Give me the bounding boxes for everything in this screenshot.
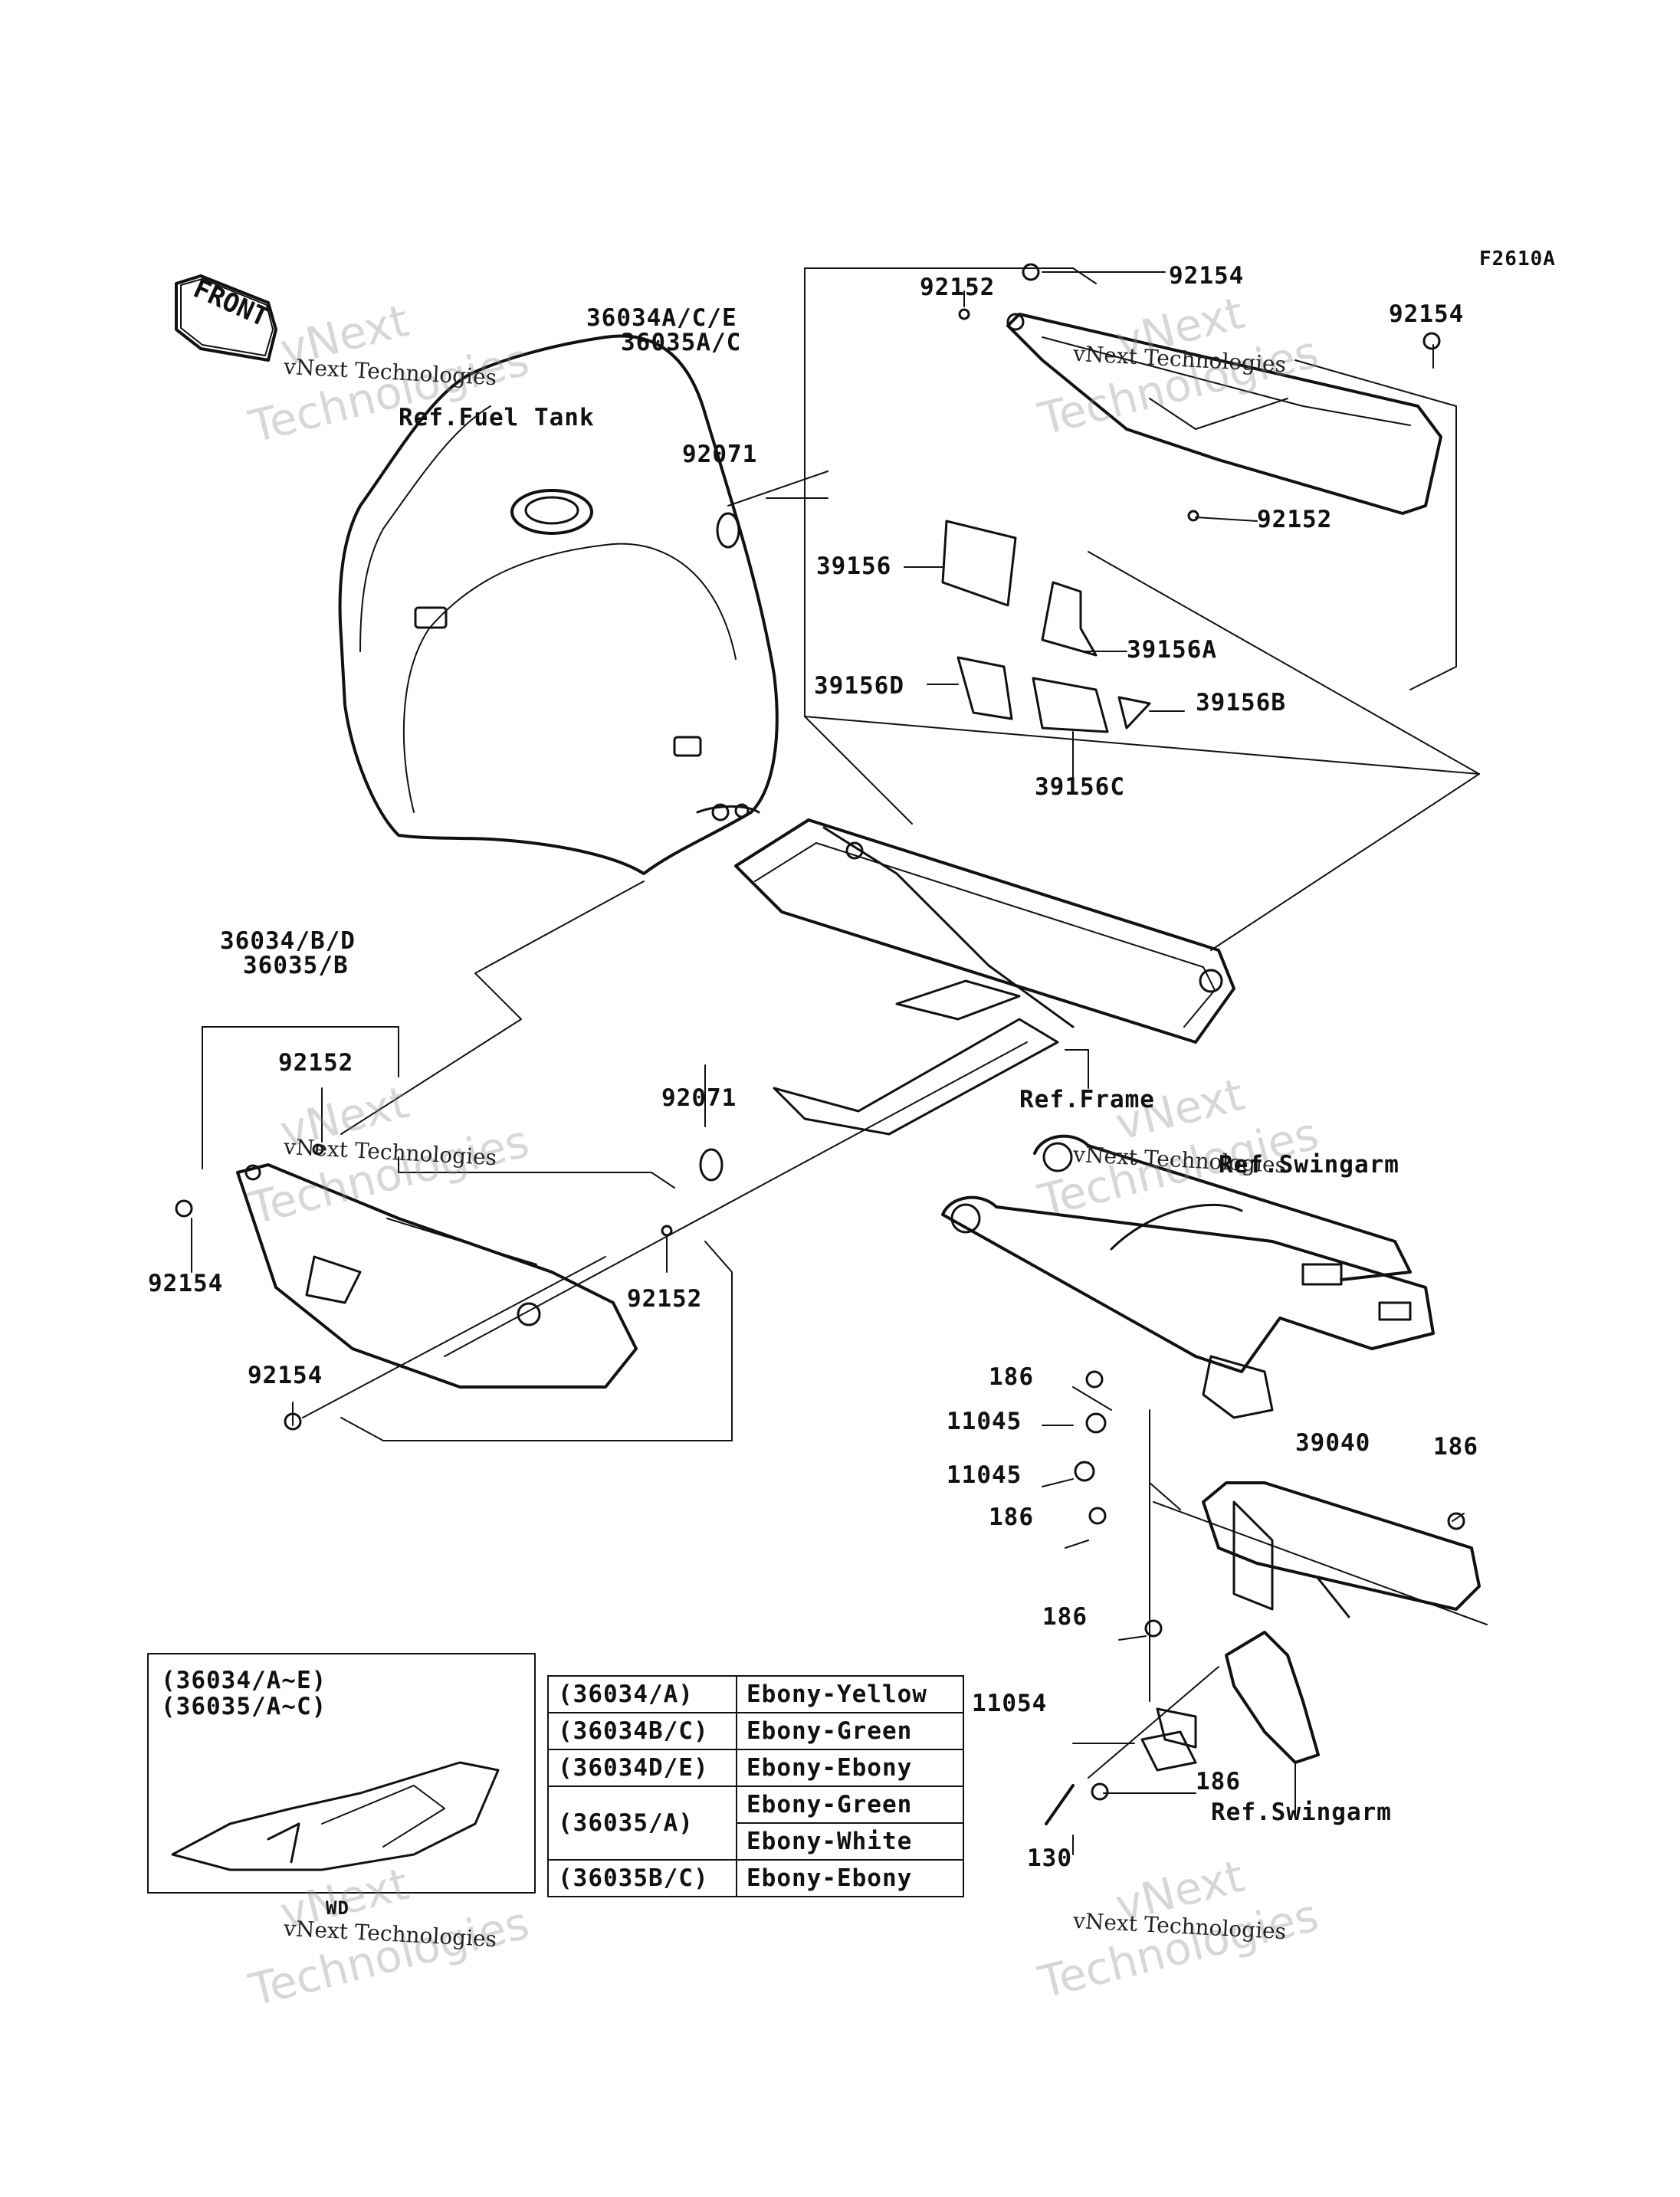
table-cell-code: (36034D/E) bbox=[547, 1749, 737, 1787]
inset-line-1: (36034/A~E) bbox=[161, 1667, 327, 1694]
callout-36034ace: 36034A/C/E bbox=[586, 304, 737, 332]
table-row: (36035B/C) Ebony-Ebony bbox=[547, 1859, 964, 1897]
table-cell-color: Ebony-Ebony bbox=[736, 1859, 964, 1897]
front-arrow-icon bbox=[175, 274, 277, 362]
callout-92071: 92071 bbox=[661, 1084, 737, 1112]
frame bbox=[734, 818, 1235, 1136]
table-cell-code: (36035/A) bbox=[547, 1785, 737, 1861]
callout-92152: 92152 bbox=[1257, 506, 1333, 533]
table-row: (36034D/E) Ebony-Ebony bbox=[547, 1749, 964, 1787]
callout-39040: 39040 bbox=[1295, 1429, 1371, 1457]
table-cell-color: Ebony-Yellow bbox=[736, 1675, 964, 1713]
callout-186: 186 bbox=[1042, 1603, 1088, 1631]
callout-92152: 92152 bbox=[278, 1049, 354, 1077]
callout-39156c: 39156C bbox=[1035, 773, 1125, 801]
callout-11054: 11054 bbox=[972, 1690, 1048, 1717]
inset-box bbox=[147, 1653, 536, 1894]
table-cell-color: Ebony-White bbox=[736, 1822, 964, 1861]
figure-code: F2610A bbox=[1479, 248, 1556, 271]
ref-fuel-tank: Ref.Fuel Tank bbox=[399, 404, 595, 431]
table-cell-code: (36035B/C) bbox=[547, 1859, 737, 1897]
callout-92154: 92154 bbox=[1389, 300, 1465, 328]
table-cell-code: (36034/A) bbox=[547, 1675, 737, 1713]
callout-92154: 92154 bbox=[248, 1362, 323, 1389]
leader-lines bbox=[191, 267, 1488, 1855]
chain-guard bbox=[1202, 1481, 1481, 1618]
ref-swingarm-bottom: Ref.Swingarm bbox=[1211, 1799, 1392, 1826]
fuel-tank bbox=[338, 334, 779, 875]
table-row: (36035/A) Ebony-Green bbox=[547, 1785, 964, 1861]
callout-92154: 92154 bbox=[148, 1270, 224, 1297]
callout-39156: 39156 bbox=[816, 553, 892, 580]
callout-92152: 92152 bbox=[627, 1285, 703, 1313]
table-row: Ebony-White bbox=[548, 1822, 964, 1861]
decals bbox=[941, 520, 1151, 733]
callout-11045: 11045 bbox=[947, 1461, 1022, 1489]
callout-92071: 92071 bbox=[682, 441, 758, 468]
callout-92154: 92154 bbox=[1169, 262, 1245, 290]
ref-frame: Ref.Frame bbox=[1019, 1086, 1155, 1113]
callout-186: 186 bbox=[989, 1363, 1034, 1391]
table-cell-color: Ebony-Ebony bbox=[736, 1749, 964, 1787]
table-cell-color: Ebony-Green bbox=[736, 1712, 964, 1750]
callout-186: 186 bbox=[989, 1503, 1034, 1531]
callout-130: 130 bbox=[1027, 1844, 1072, 1872]
right-side-cover bbox=[1006, 313, 1442, 515]
callout-92152: 92152 bbox=[920, 274, 996, 301]
ref-swingarm-top: Ref.Swingarm bbox=[1219, 1151, 1399, 1179]
callout-39156a: 39156A bbox=[1127, 636, 1217, 664]
callout-39156d: 39156D bbox=[814, 672, 904, 700]
inset-note: WD bbox=[326, 1897, 349, 1919]
color-table: (36034/A) Ebony-Yellow (36034B/C) Ebony-… bbox=[547, 1675, 964, 1897]
table-row: (36034B/C) Ebony-Green bbox=[547, 1712, 964, 1750]
callout-36035b: 36035/B bbox=[243, 952, 349, 979]
inset-line-2: (36035/A~C) bbox=[161, 1693, 327, 1720]
swingarm bbox=[941, 1134, 1435, 1419]
table-cell-color: Ebony-Green bbox=[736, 1785, 964, 1824]
callout-36034bd: 36034/B/D bbox=[220, 927, 356, 955]
callout-11045: 11045 bbox=[947, 1408, 1022, 1435]
table-cell-code: (36034B/C) bbox=[547, 1712, 737, 1750]
callout-186: 186 bbox=[1433, 1433, 1478, 1461]
left-side-cover bbox=[236, 1163, 638, 1389]
fasteners bbox=[175, 263, 1465, 1825]
callout-186: 186 bbox=[1196, 1768, 1241, 1795]
table-row: (36034/A) Ebony-Yellow bbox=[547, 1675, 964, 1713]
lower-guard bbox=[1140, 1631, 1320, 1772]
callout-39156b: 39156B bbox=[1196, 689, 1286, 716]
callout-36035ac: 36035A/C bbox=[621, 329, 742, 356]
